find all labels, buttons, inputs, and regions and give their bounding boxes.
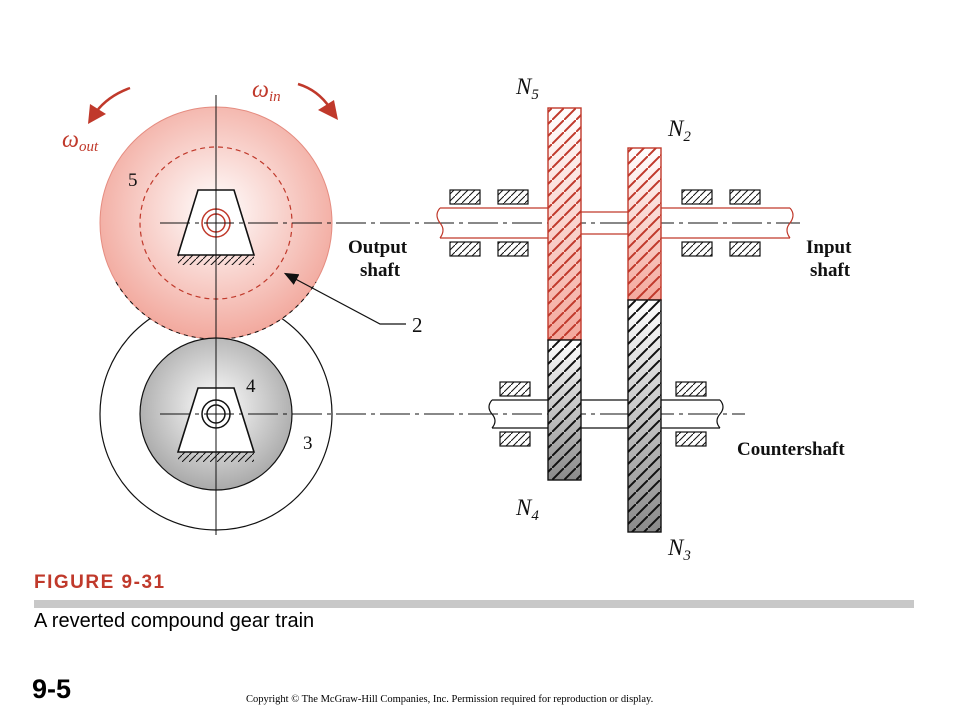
gear-2-leader (283, 272, 406, 325)
copyright-notice: Copyright © The McGraw-Hill Companies, I… (246, 694, 654, 705)
figure-divider (34, 600, 914, 608)
input-shaft-break (786, 207, 794, 239)
gear-5-number: 5 (128, 170, 138, 191)
n4-label: N4 (515, 495, 539, 524)
n2-label: N2 (667, 116, 691, 145)
gear-4-section-hatch (548, 340, 581, 480)
countershaft-body (492, 399, 720, 429)
countershaft-break-left (488, 399, 496, 429)
gear-2-section-hatch (628, 148, 661, 300)
countershaft-label: Countershaft (737, 439, 845, 460)
n3-label: N3 (667, 535, 691, 564)
figure-label: FIGURE 9-31 (34, 572, 166, 593)
omega-out-arrowhead (88, 104, 106, 124)
input-shaft-body (660, 207, 790, 239)
upper-shaft-middle (581, 211, 628, 235)
output-shaft-label-1: Output (348, 237, 408, 258)
output-shaft-break (436, 207, 444, 239)
upper-bearings (449, 189, 761, 257)
gear-5-section-hatch (548, 108, 581, 340)
gear-4-number: 4 (246, 376, 256, 397)
gear-train-diagram: ωout ωin 5 4 3 2 Output shaft Input shaf… (62, 74, 852, 564)
figure-caption: A reverted compound gear train (34, 610, 315, 632)
input-shaft-label-1: Input (806, 237, 852, 258)
omega-in-arrow (297, 82, 332, 109)
output-shaft-label-2: shaft (360, 260, 401, 281)
omega-out-label: ωout (62, 127, 99, 155)
n5-label: N5 (515, 74, 539, 103)
omega-in-label: ωin (252, 77, 281, 105)
gear-2-number: 2 (412, 313, 423, 337)
gear-3-section-hatch (628, 300, 661, 532)
slide-number: 9-5 (32, 674, 72, 704)
omega-in-arrowhead (318, 100, 338, 120)
output-shaft-body (440, 207, 548, 239)
countershaft-break-right (716, 399, 724, 429)
input-shaft-label-2: shaft (810, 260, 851, 281)
lower-bearings (499, 381, 707, 447)
gear-3-number: 3 (303, 433, 313, 454)
omega-out-arrow (95, 86, 131, 113)
